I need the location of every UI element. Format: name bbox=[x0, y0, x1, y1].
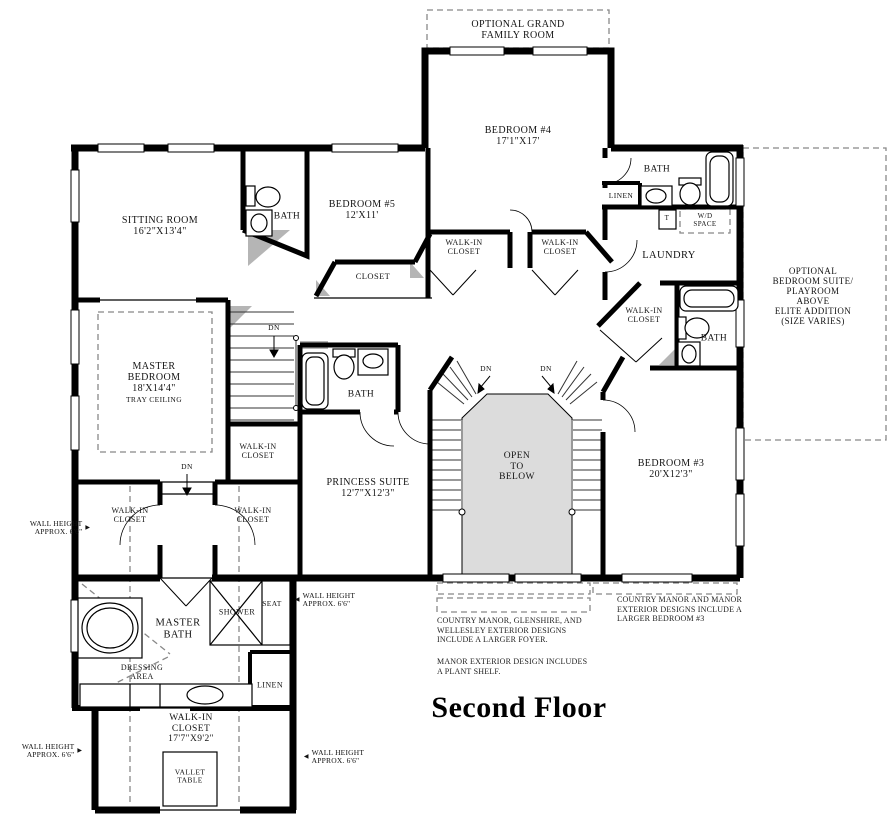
label-seat: SEAT bbox=[262, 598, 282, 608]
label-wd-space: W/D SPACE bbox=[693, 212, 717, 228]
toilet-tank bbox=[245, 185, 256, 207]
option-outline-foyer-b bbox=[436, 597, 591, 613]
newel-post bbox=[293, 335, 299, 341]
sink bbox=[362, 353, 384, 369]
room-label-closet: CLOSET bbox=[355, 271, 391, 282]
option-outline-bedroom3 bbox=[592, 582, 738, 595]
wall-height-note-mid-right: ◀ WALL HEIGHT APPROX. 6'6" bbox=[294, 590, 356, 609]
closet-walls bbox=[248, 181, 642, 707]
label-shower: SHOWER bbox=[218, 607, 256, 617]
label-optional-suite: OPTIONAL BEDROOM SUITE/ PLAYROOM ABOVE E… bbox=[772, 265, 854, 327]
room-label-bath-top-right: BATH bbox=[643, 164, 671, 175]
wall-height-note-bottom-right: ◀ WALL HEIGHT APPROX. 6'6" bbox=[303, 747, 365, 766]
toilet-bowl bbox=[333, 354, 355, 380]
room-label-walk-in-closet-master-left: WALK-IN CLOSET bbox=[111, 506, 149, 524]
label-dn-left-stair: DN bbox=[480, 363, 492, 373]
vanity-counter bbox=[79, 683, 253, 708]
room-label-walk-in-closet-master-right: WALK-IN CLOSET bbox=[234, 506, 272, 524]
label-dressing-area: DRESSING AREA bbox=[120, 663, 164, 681]
room-label-bedroom-3: BEDROOM #3 20'X12'3" bbox=[637, 457, 705, 480]
sink bbox=[681, 344, 697, 364]
right-curved-stair-treads bbox=[557, 360, 602, 511]
room-label-walk-in-closet-b3: WALK-IN CLOSET bbox=[625, 306, 663, 324]
windows bbox=[70, 46, 745, 653]
option-outline-foyer-a bbox=[436, 582, 591, 595]
counter-dividers bbox=[129, 684, 161, 707]
room-label-walk-in-closet-2: WALK-IN CLOSET bbox=[541, 238, 579, 256]
arrow-right-icon: ▶ bbox=[77, 747, 83, 754]
room-label-bath-center: BATH bbox=[347, 389, 375, 400]
label-tray-ceiling: TRAY CEILING bbox=[125, 394, 183, 404]
left-curved-stair-treads bbox=[432, 360, 477, 511]
label-laundry-tub: T bbox=[664, 214, 670, 223]
room-label-bath-right: BATH bbox=[700, 333, 728, 344]
sink bbox=[645, 188, 667, 204]
closet-corner-shading-right bbox=[410, 262, 424, 278]
shower-enclosure bbox=[209, 580, 291, 646]
room-label-sitting-room: SITTING ROOM 16'2"X13'4" bbox=[121, 214, 199, 237]
open-to-below-area bbox=[461, 393, 573, 576]
door-leaf-lines bbox=[159, 269, 663, 607]
room-label-bedroom-4: BEDROOM #4 17'1"X17' bbox=[484, 124, 552, 147]
note-exterior-designs-foyer: COUNTRY MANOR, GLENSHIRE, AND WELLESLEY … bbox=[437, 616, 582, 645]
page-title: Second Floor bbox=[431, 691, 607, 724]
room-label-walk-in-closet-1: WALK-IN CLOSET bbox=[445, 238, 483, 256]
room-label-walk-in-closet-bottom: WALK-IN CLOSET 17'7"X9'2" bbox=[168, 713, 214, 745]
room-label-optional-grand-family: OPTIONAL GRAND FAMILY ROOM bbox=[471, 18, 565, 41]
master-tub-inner bbox=[86, 607, 134, 649]
fixtures bbox=[77, 151, 739, 807]
room-label-linen-top: LINEN bbox=[608, 190, 634, 200]
stairs bbox=[230, 311, 602, 516]
wall-height-note-bottom-left: WALL HEIGHT APPROX. 6'6" ▶ bbox=[21, 741, 83, 760]
corner-shower-shading bbox=[248, 230, 290, 266]
toilet-bowl bbox=[255, 186, 281, 208]
bathtub-inner bbox=[709, 155, 730, 203]
bathtub-inner bbox=[683, 289, 735, 308]
wall-height-text: WALL HEIGHT APPROX. 6'6" bbox=[311, 747, 365, 765]
toilet-bowl bbox=[684, 317, 710, 339]
room-label-linen-master: LINEN bbox=[257, 680, 283, 690]
label-dn-stairs: DN bbox=[268, 322, 280, 332]
room-label-bedroom-5: BEDROOM #5 12'X11' bbox=[328, 198, 396, 221]
stair-rails bbox=[295, 338, 573, 510]
arrow-left-icon: ◀ bbox=[303, 753, 309, 760]
bath-corner-shading bbox=[659, 347, 677, 365]
label-dn-hall: DN bbox=[181, 461, 193, 471]
wall-height-text: WALL HEIGHT APPROX. 6'6" bbox=[302, 590, 356, 608]
room-label-master-bath: MASTER BATH bbox=[155, 617, 201, 640]
arrow-right-icon: ▶ bbox=[85, 524, 91, 531]
door-swings bbox=[119, 157, 638, 546]
dn-arrows bbox=[182, 336, 555, 497]
room-label-laundry: LAUNDRY bbox=[642, 250, 696, 262]
laundry-tub-box bbox=[658, 209, 677, 230]
room-label-walk-in-closet-princess: WALK-IN CLOSET bbox=[239, 442, 277, 460]
label-dn-right-stair: DN bbox=[540, 363, 552, 373]
tray-ceiling-outline bbox=[97, 311, 213, 453]
sink bbox=[250, 213, 268, 233]
bathtub-inner bbox=[305, 356, 325, 406]
main-stair-treads bbox=[230, 311, 294, 421]
wall-height-text: WALL HEIGHT APPROX. 6'6" bbox=[29, 518, 83, 536]
label-vallet-table: VALLET TABLE bbox=[174, 767, 206, 785]
room-label-bath-top-left: BATH bbox=[273, 211, 301, 222]
stair-corner-shading bbox=[228, 306, 252, 330]
wall-height-note-left: WALL HEIGHT APPROX. 6'6" ▶ bbox=[29, 518, 91, 537]
toilet-bowl bbox=[679, 182, 701, 206]
room-label-master-bedroom: MASTER BEDROOM 18'X14'4" bbox=[127, 361, 181, 395]
newel-post bbox=[568, 508, 576, 516]
shower-glass-lines bbox=[209, 580, 263, 646]
room-label-princess-suite: PRINCESS SUITE 12'7"X12'3" bbox=[326, 476, 410, 499]
arrow-left-icon: ◀ bbox=[294, 596, 300, 603]
label-open-to-below: OPEN TO BELOW bbox=[499, 451, 535, 483]
note-larger-bedroom-3: COUNTRY MANOR AND MANOR EXTERIOR DESIGNS… bbox=[617, 595, 742, 624]
vallet-table-box bbox=[162, 751, 218, 807]
note-plant-shelf: MANOR EXTERIOR DESIGN INCLUDES A PLANT S… bbox=[437, 657, 588, 676]
wall-height-text: WALL HEIGHT APPROX. 6'6" bbox=[21, 741, 75, 759]
sink bbox=[186, 685, 224, 705]
newel-post bbox=[458, 508, 466, 516]
